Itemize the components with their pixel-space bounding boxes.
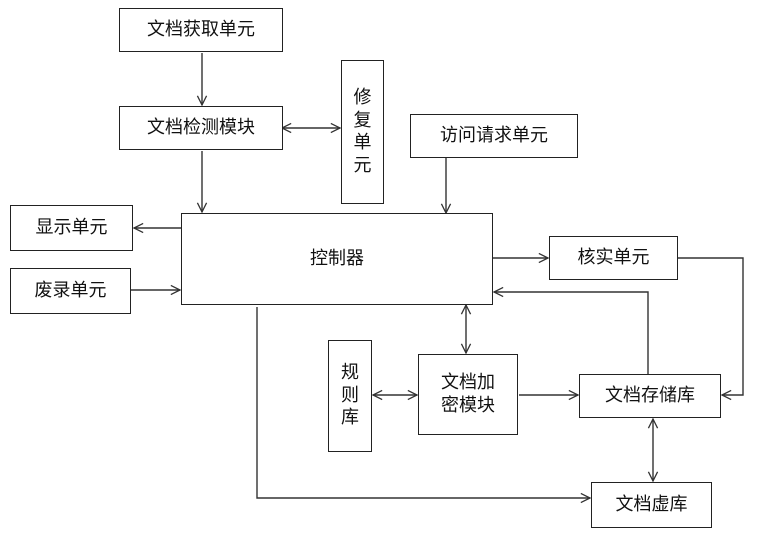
doc-virtual-box: 文档虚库	[591, 482, 712, 528]
doc-detect-label: 文档检测模块	[147, 117, 255, 140]
discard-box: 废录单元	[10, 268, 131, 314]
display-box: 显示单元	[10, 205, 133, 251]
display-label: 显示单元	[36, 217, 108, 240]
rule-char: 规	[341, 362, 359, 385]
verify-label: 核实单元	[578, 247, 650, 270]
rule-char: 则	[341, 385, 359, 408]
repair-box: 修 复 单 元	[341, 60, 384, 204]
verify-box: 核实单元	[549, 236, 678, 280]
doc-store-label: 文档存储库	[605, 385, 695, 408]
doc-virtual-label: 文档虚库	[616, 494, 688, 517]
encrypt-module-box: 文档加 密模块	[418, 354, 518, 435]
access-request-label: 访问请求单元	[440, 125, 548, 148]
rule-char: 库	[341, 407, 359, 430]
encrypt-label-line1: 文档加	[441, 372, 495, 395]
repair-char: 修	[354, 87, 372, 110]
encrypt-label-line2: 密模块	[441, 395, 495, 418]
discard-label: 废录单元	[35, 280, 107, 303]
repair-char: 复	[354, 110, 372, 133]
doc-store-box: 文档存储库	[579, 374, 721, 418]
controller-label: 控制器	[310, 248, 364, 271]
doc-detect-box: 文档检测模块	[119, 106, 283, 150]
access-request-box: 访问请求单元	[410, 114, 578, 158]
rule-lib-box: 规 则 库	[328, 340, 372, 452]
doc-acquire-label: 文档获取单元	[147, 19, 255, 42]
repair-char: 单	[354, 132, 372, 155]
doc-acquire-box: 文档获取单元	[119, 8, 283, 52]
repair-char: 元	[354, 155, 372, 178]
controller-box: 控制器	[181, 213, 493, 305]
